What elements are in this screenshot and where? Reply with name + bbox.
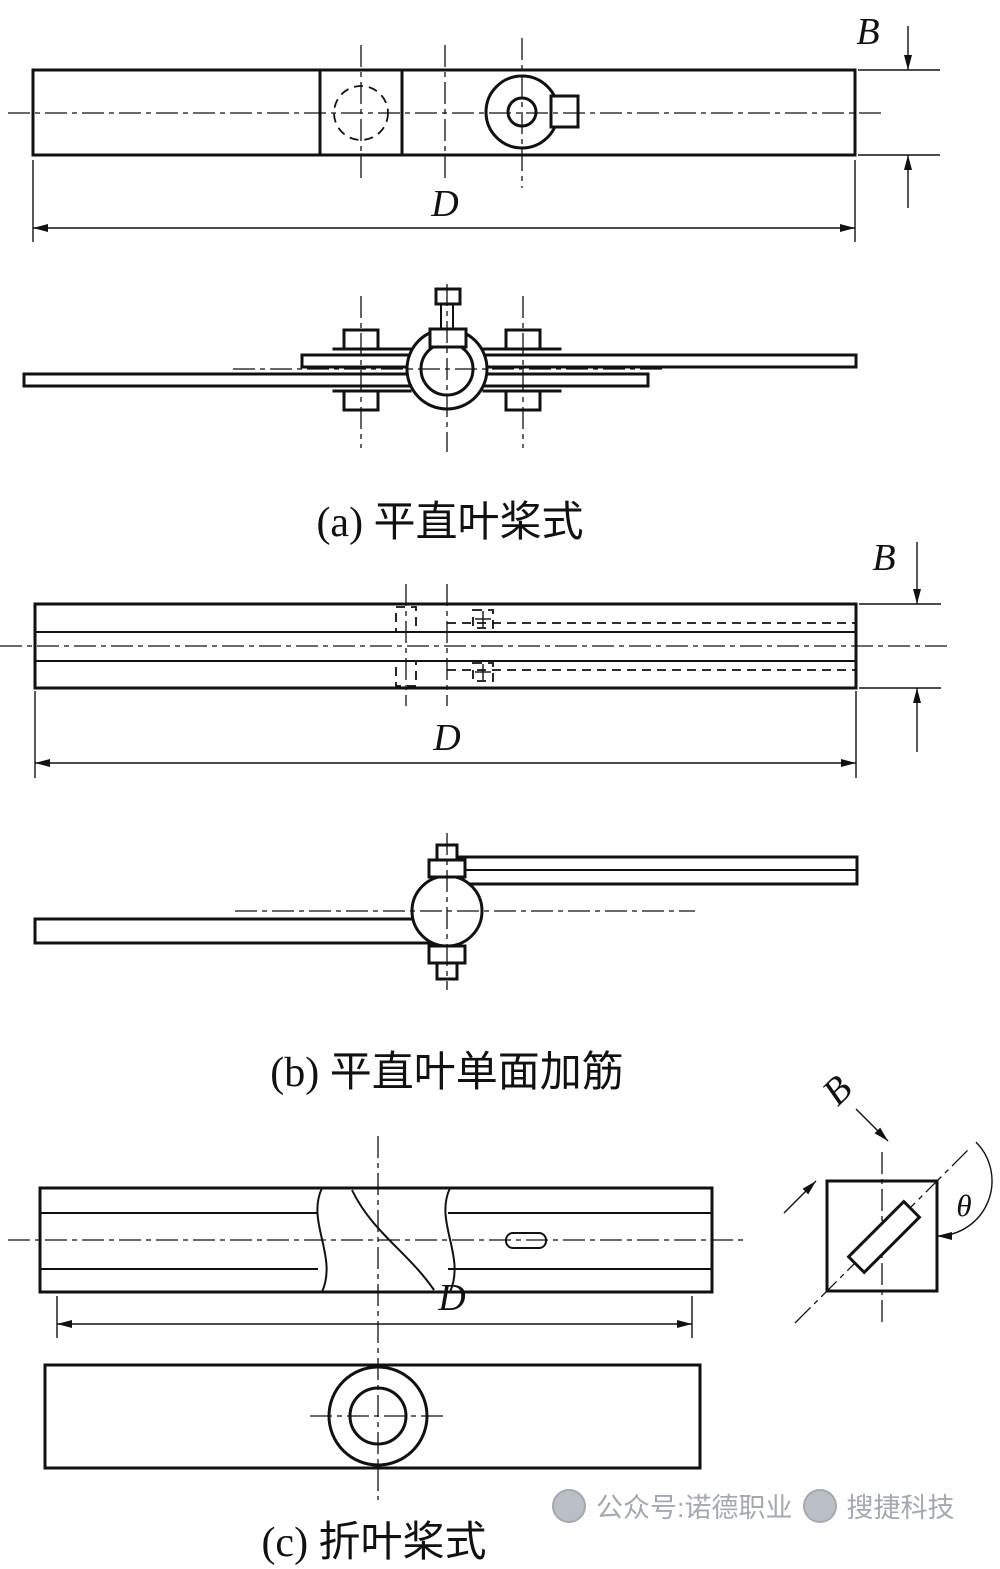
watermark: 公众号:诺德职业 搜捷科技 (552, 1486, 955, 1525)
round-logo-icon (802, 1488, 837, 1523)
dim-label-D-c: D (437, 1277, 465, 1319)
dimension-c-D: D (56, 1277, 693, 1338)
round-logo-icon (552, 1488, 586, 1523)
watermark-text-2: 搜捷科技 (846, 1493, 955, 1523)
dim-label-B-a: B (856, 11, 879, 53)
view-b-plan (33, 833, 859, 990)
view-a-front (8, 38, 882, 188)
dim-label-D-b: D (432, 717, 460, 759)
caption-a: (a) 平直叶桨式 (316, 500, 583, 546)
dim-label-B-c: B (814, 1067, 860, 1113)
dimension-a-D: D (32, 160, 856, 242)
dimension-b-D: D (34, 691, 857, 778)
view-c-plan (43, 1136, 702, 1500)
view-a-plan (22, 284, 858, 452)
watermark-text-1: 公众号:诺德职业 (596, 1493, 793, 1523)
dimension-a-B: B (856, 11, 940, 208)
caption-b: (b) 平直叶单面加筋 (270, 1050, 623, 1096)
dimension-b-B: B (859, 537, 941, 752)
angle-label-theta: θ (956, 1188, 971, 1223)
caption-c: (c) 折叶桨式 (261, 1520, 486, 1566)
dim-label-B-b: B (872, 537, 895, 579)
dim-label-D-a: D (430, 183, 458, 225)
view-c-side-detail: B θ (783, 1067, 993, 1324)
view-b-front (0, 584, 948, 706)
view-c-front (8, 1186, 748, 1294)
